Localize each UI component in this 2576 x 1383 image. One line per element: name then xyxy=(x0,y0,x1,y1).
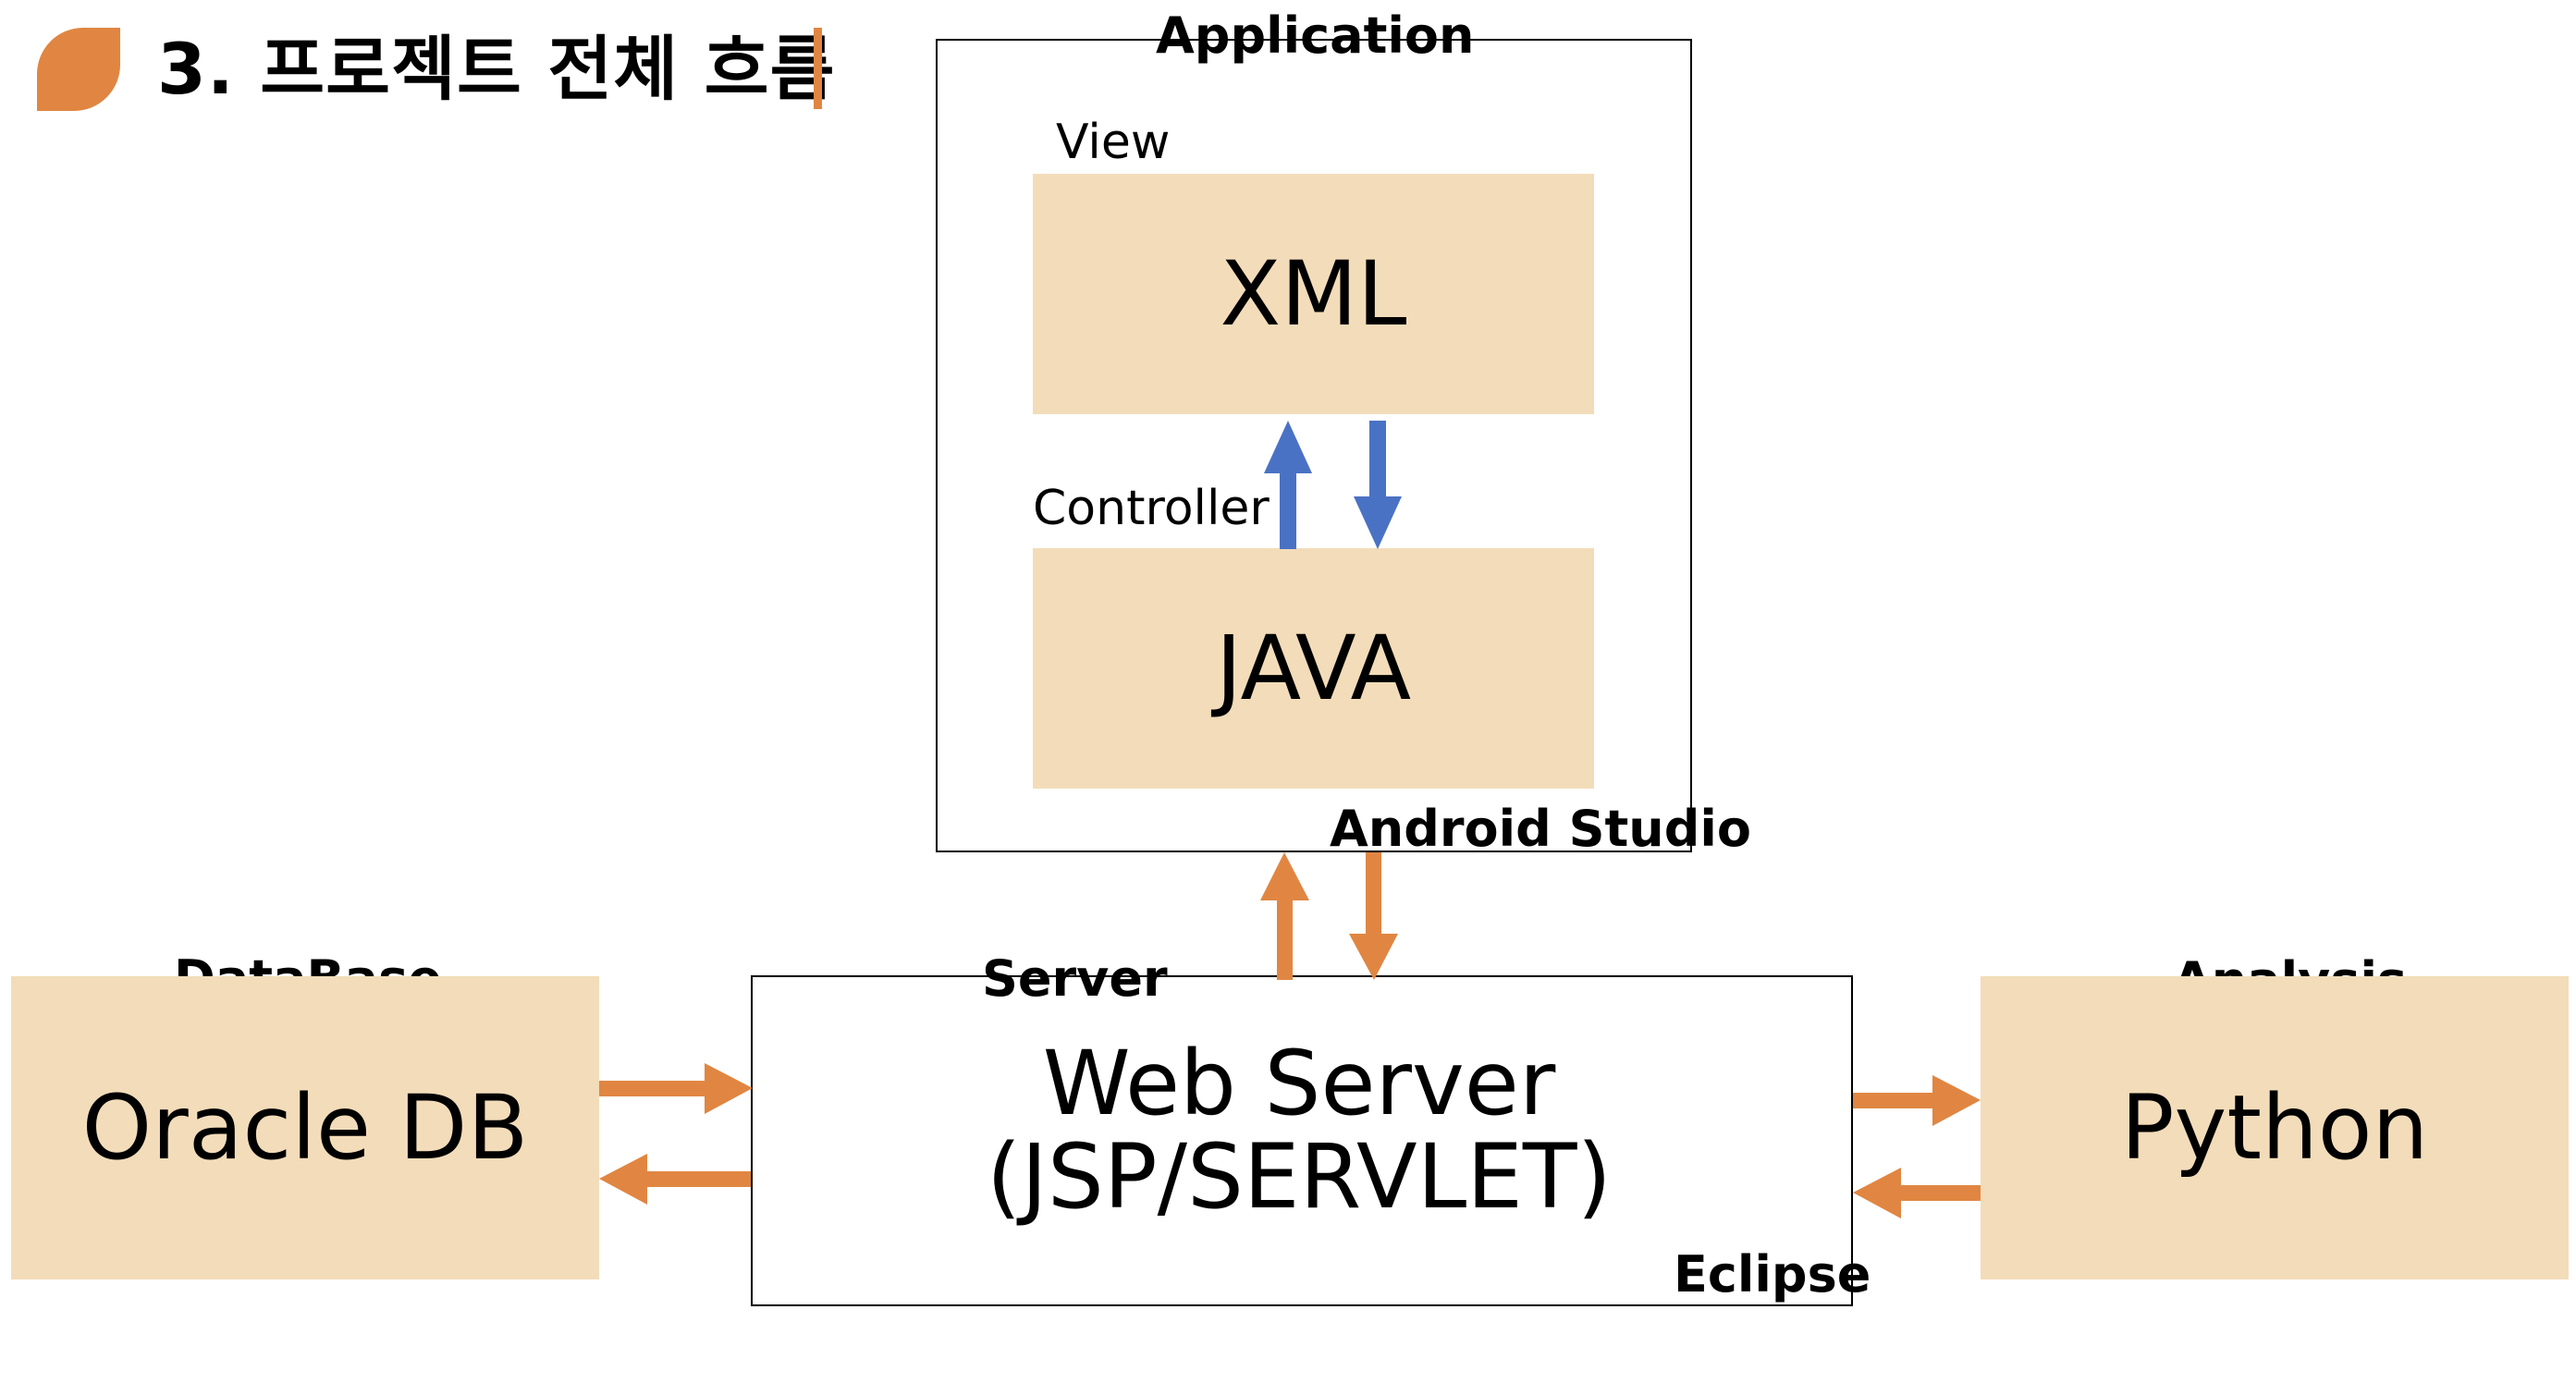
web-server-title: Web Server (JSP/SERVLET) xyxy=(971,1037,1627,1224)
application-label: Application xyxy=(1156,6,1475,65)
python-to-server-arrow xyxy=(1853,1168,1981,1218)
server-to-python-arrow xyxy=(1853,1075,1981,1126)
view-label: View xyxy=(1056,115,1171,170)
server-frame xyxy=(751,975,1853,1306)
server-to-db-arrow xyxy=(599,1154,751,1205)
xml-box: XML xyxy=(1033,174,1594,414)
server-label: Server xyxy=(982,949,1168,1008)
application-to-server-arrow xyxy=(1349,852,1398,980)
java-to-xml-arrow xyxy=(1264,421,1312,549)
web-server-line2: (JSP/SERVLET) xyxy=(987,1124,1612,1229)
android-studio-label: Android Studio xyxy=(1330,800,1751,858)
oracle-db-box: Oracle DB xyxy=(11,976,599,1279)
java-box: JAVA xyxy=(1033,548,1594,789)
title-divider xyxy=(814,28,822,109)
python-box: Python xyxy=(1981,976,2569,1279)
page-title: 3. 프로젝트 전체 흐름 xyxy=(157,28,836,110)
controller-label: Controller xyxy=(1033,481,1270,536)
xml-to-java-arrow xyxy=(1354,421,1402,549)
eclipse-label: Eclipse xyxy=(1674,1245,1871,1303)
application-frame xyxy=(936,39,1692,852)
db-to-server-arrow xyxy=(599,1063,753,1114)
header-leaf-icon xyxy=(37,28,120,111)
server-to-application-arrow xyxy=(1260,852,1309,980)
web-server-line1: Web Server xyxy=(1042,1032,1556,1135)
